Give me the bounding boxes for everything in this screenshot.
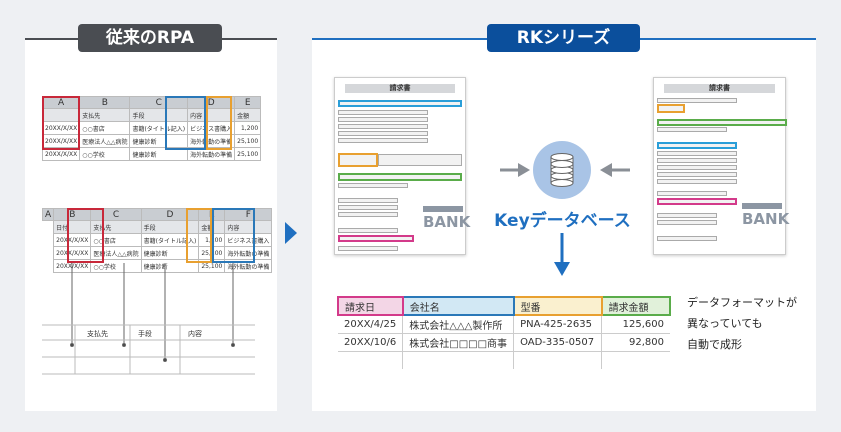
highlight-col-e — [206, 96, 232, 150]
highlight-date — [657, 198, 737, 205]
highlight-company — [338, 100, 462, 107]
highlight-col-e — [186, 208, 212, 263]
highlight-amount — [338, 173, 462, 181]
highlight-amount — [657, 119, 787, 126]
highlight-model — [338, 153, 378, 167]
bank-logo-icon: BANK — [423, 206, 470, 231]
mapping-lines — [42, 263, 255, 375]
table3-header: 手段 — [138, 330, 152, 338]
header-company: 会社名 — [401, 296, 515, 316]
transition-arrow-icon — [285, 222, 297, 244]
invoice-document-left: 請求書 BANK — [334, 77, 470, 255]
header-model: 型番 — [512, 296, 603, 316]
highlight-date — [338, 235, 414, 242]
auto-format-note: データフォーマットが 異なっていても 自動で成形 — [687, 296, 797, 351]
rk-series-badge: RKシリーズ — [487, 24, 640, 52]
legacy-rpa-badge: 従来のRPA — [78, 24, 222, 52]
highlight-col-b — [67, 208, 104, 263]
table3-header: 内容 — [188, 330, 202, 338]
highlight-col-a — [42, 96, 80, 150]
highlight-col-f — [212, 208, 255, 263]
highlight-company — [657, 142, 737, 149]
invoice-document-right: 請求書 BANK — [653, 77, 789, 255]
key-database-label: Keyデータベース — [494, 211, 631, 231]
table3-header: 支払先 — [87, 330, 108, 338]
highlight-col-d — [165, 96, 206, 150]
bank-logo-icon: BANK — [742, 203, 789, 228]
database-flow — [500, 141, 630, 276]
header-invoice-date: 請求日 — [337, 296, 404, 316]
highlight-model — [657, 104, 685, 113]
header-amount: 請求金額 — [600, 296, 672, 316]
